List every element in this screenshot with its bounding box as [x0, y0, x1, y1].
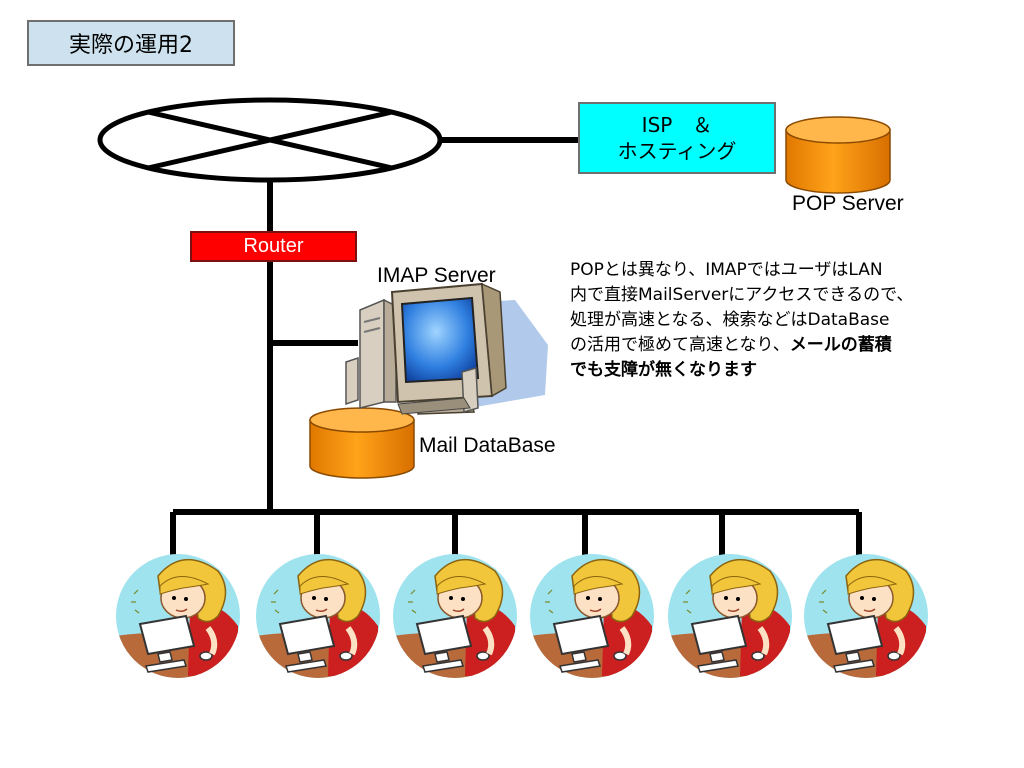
description-line-4-bold: メールの蓄積	[789, 335, 892, 355]
isp-box-line1: ISP ＆	[641, 113, 713, 137]
description-line-1: POPとは異なり、IMAPではユーザはLAN	[570, 260, 883, 280]
description-line-4: の活用で極めて高速となり、メールの蓄積	[570, 333, 1000, 358]
imap-server-label: IMAP Server	[377, 264, 496, 287]
desktop-computer-icon	[345, 282, 548, 415]
internet-ellipse-icon	[97, 97, 443, 183]
isp-hosting-box: ISP ＆ ホスティング	[578, 102, 776, 174]
description-line-5: でも支障が無くなります	[570, 360, 757, 380]
mail-database-label: Mail DataBase	[419, 434, 556, 457]
mail-database-icon	[309, 407, 415, 479]
clients-row	[116, 554, 928, 686]
slide-title: 実際の運用2	[27, 20, 235, 66]
description-line-3: 処理が高速となる、検索などはDataBase	[570, 310, 890, 330]
router-box: Router	[190, 231, 357, 262]
network-cables	[170, 137, 862, 555]
description-line-2: 内で直接MailServerにアクセスできるので、	[570, 285, 914, 305]
isp-box-line2: ホスティング	[617, 139, 737, 163]
pop-server-label: POP Server	[792, 192, 904, 215]
description-line-4-normal: の活用で極めて高速となり、	[570, 335, 790, 355]
pop-database-icon	[785, 116, 891, 194]
description-text: POPとは異なり、IMAPではユーザはLAN 内で直接MailServerにアク…	[570, 258, 1000, 383]
